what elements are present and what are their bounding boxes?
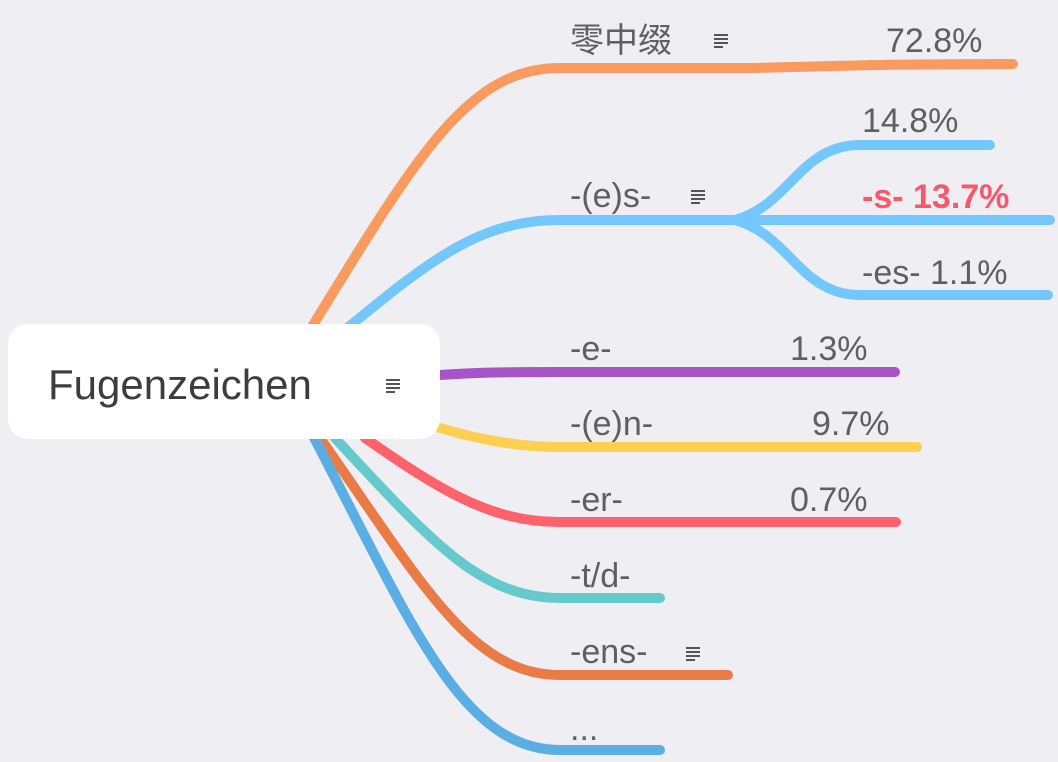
branch-label-td[interactable]: -t/d-	[570, 557, 631, 595]
root-node[interactable]	[8, 324, 440, 439]
edge-es-total	[730, 140, 995, 225]
edge-td	[330, 433, 665, 603]
branch-label-zero[interactable]: 零中缀	[570, 22, 672, 60]
child-label-es-total[interactable]: 14.8%	[862, 102, 959, 140]
edge-ens	[315, 433, 733, 680]
branch-label-er[interactable]: -er-	[570, 481, 623, 519]
edge-more	[305, 425, 665, 755]
branch-label-ens[interactable]: -ens-	[570, 633, 648, 671]
root-node-label: Fugenzeichen	[48, 361, 312, 408]
root-note-icon[interactable]	[386, 379, 400, 395]
branch-label-en[interactable]: -(e)n-	[570, 405, 654, 443]
edge-es-only	[730, 215, 1053, 300]
child-label-es-only[interactable]: -es- 1.1%	[862, 254, 1008, 292]
branch-label-e[interactable]: -e-	[570, 330, 612, 368]
note-icon-es[interactable]	[691, 190, 705, 206]
edge-er	[360, 433, 901, 527]
edge-e	[435, 367, 900, 380]
edge-en	[435, 423, 922, 452]
value-label-zero[interactable]: 72.8%	[886, 22, 983, 60]
branch-label-es[interactable]: -(e)s-	[570, 177, 652, 215]
value-label-en[interactable]: 9.7%	[812, 405, 890, 443]
value-label-er[interactable]: 0.7%	[790, 481, 868, 519]
edge-zero	[305, 59, 1018, 335]
value-label-e[interactable]: 1.3%	[790, 330, 868, 368]
note-icon-zero[interactable]	[714, 34, 728, 50]
note-icon-ens[interactable]	[686, 647, 700, 663]
branch-label-more[interactable]: ...	[570, 710, 599, 748]
edge-es	[340, 215, 740, 335]
child-label-s[interactable]: -s- 13.7%	[862, 178, 1010, 216]
